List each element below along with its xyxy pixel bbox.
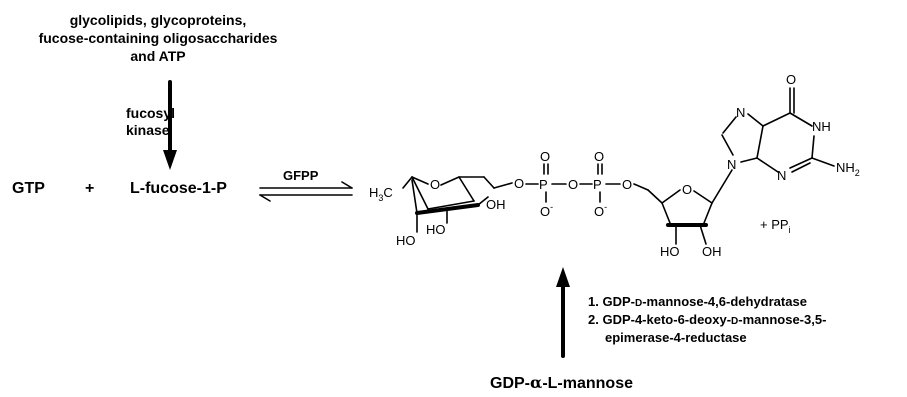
diphosphate: O P O O- O P O O- O [514, 149, 663, 219]
p2-oxo: O [594, 149, 604, 164]
gdp-alpha-l-mannose-label: GDP-α-L-mannose [490, 373, 633, 392]
equilibrium-arrows [259, 181, 353, 202]
phosphorus-1: P [539, 177, 548, 192]
n3: N [777, 168, 786, 183]
source-line-1: glycolipids, glycoproteins, [70, 12, 247, 28]
gfpp-label: GFPP [283, 168, 319, 183]
p2-oxide: O- [594, 202, 607, 219]
enzyme-step-1: 1. GDP-D-mannose-4,6-dehydratase [588, 294, 807, 309]
plus-sign: + [85, 180, 94, 197]
phosphorus-2: P [593, 177, 602, 192]
o5-prime: O [622, 177, 632, 192]
nh2-group: NH2 [836, 160, 860, 178]
gdp-l-fucose-structure: H3C O OH HO HO O [369, 72, 860, 259]
n9: N [727, 157, 736, 172]
bridge-oxygen: O [568, 177, 578, 192]
svg-text:H3C: H3C [369, 185, 393, 203]
guanine-base: N N O NH N NH2 [721, 72, 860, 183]
kinase-label-line-1: fucosyl [126, 105, 175, 121]
source-line-2: fucose-containing oligosaccharides [39, 30, 278, 46]
ho-2-prime: HO [660, 244, 680, 259]
source-label: glycolipids, glycoproteins, fucose-conta… [39, 12, 278, 64]
n7: N [736, 105, 745, 120]
ho-3: HO [426, 222, 446, 237]
enzyme-step-2: 2. GDP-4-keto-6-deoxy-D-mannose-3,5- [588, 312, 826, 327]
ho-4: HO [396, 233, 416, 248]
ribose-oxygen: O [682, 182, 692, 197]
ribose-ring: O HO OH [660, 169, 733, 259]
p1-oxide: O- [540, 202, 553, 219]
ring-oxygen: O [430, 177, 440, 192]
kinase-label-line-2: kinase [126, 122, 170, 138]
p1-oxo: O [540, 149, 550, 164]
c6-oxygen: O [786, 72, 796, 87]
o-anomeric: O [514, 176, 524, 191]
ppi-byproduct: + PPi [760, 217, 791, 235]
oh-2: OH [486, 197, 506, 212]
gtp-label: GTP [12, 180, 45, 197]
n1-h: NH [812, 119, 831, 134]
enzyme-step-2-cont: epimerase-4-reductase [605, 330, 747, 345]
oh-3-prime: OH [702, 244, 722, 259]
l-fucose-1-p-label: L-fucose-1-P [130, 180, 227, 197]
de-novo-enzymes: 1. GDP-D-mannose-4,6-dehydratase 2. GDP-… [588, 294, 826, 345]
fucose-ring: H3C O OH HO HO [369, 176, 513, 248]
source-line-3: and ATP [130, 48, 185, 64]
de-novo-arrow [556, 267, 570, 358]
kinase-arrow [163, 80, 177, 170]
